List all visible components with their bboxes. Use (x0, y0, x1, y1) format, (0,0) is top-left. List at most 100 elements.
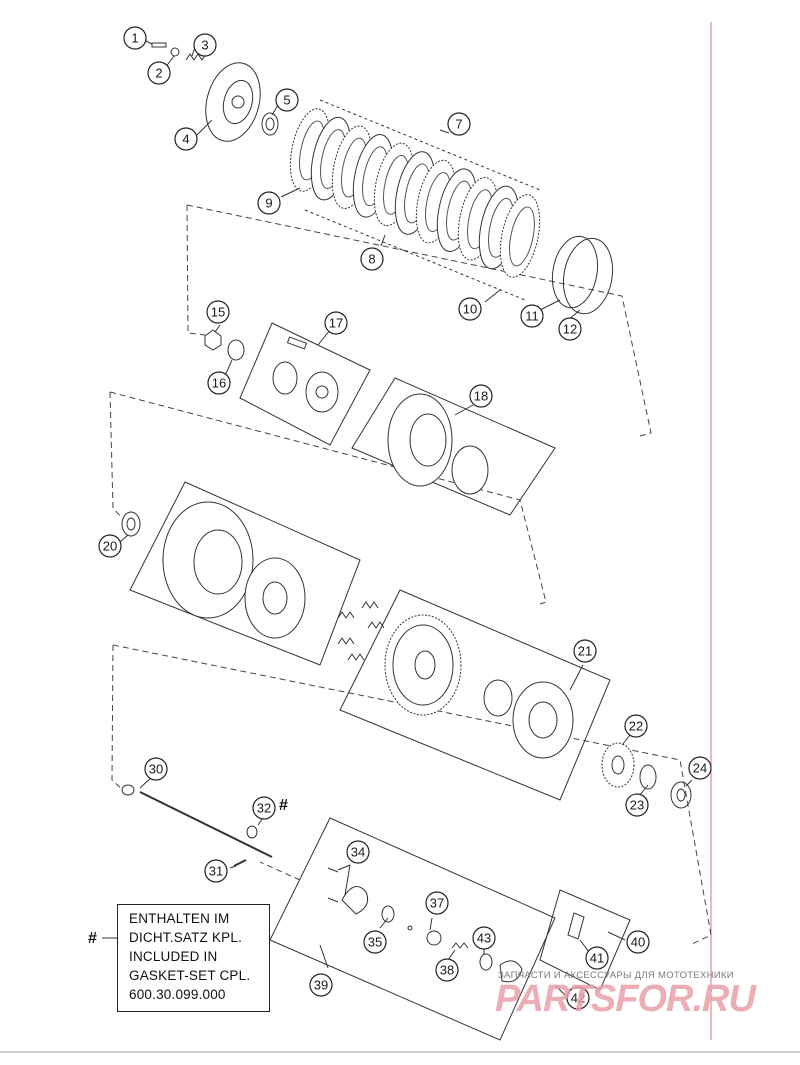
leader-lines (102, 39, 693, 996)
callout-16: 16 (207, 371, 231, 395)
callout-circle (123, 26, 147, 50)
part-32-seal (246, 825, 258, 839)
callout-circle (566, 986, 590, 1010)
callout-circle (207, 371, 231, 395)
callout-label: 39 (314, 978, 328, 993)
part-4-pressure-plate (205, 62, 261, 142)
callout-label: 4 (182, 132, 189, 147)
callout-label: 5 (283, 93, 290, 108)
part-18-inner-hub (387, 393, 489, 495)
callout-label: 10 (463, 302, 477, 317)
part-21-primary-gear (384, 614, 574, 759)
callout-label: 41 (590, 951, 604, 966)
callout-9: 9 (257, 191, 281, 215)
note-line: DICHT.SATZ KPL. (129, 930, 243, 945)
callout-17: 17 (324, 311, 348, 335)
callout-5: 5 (275, 88, 299, 112)
part-3-spring (185, 53, 207, 61)
callout-circle (206, 300, 230, 324)
part-24-washer (670, 781, 692, 809)
callout-1: 1 (123, 26, 147, 50)
gasket-set-note: ENTHALTEN IM DICHT.SATZ KPL. INCLUDED IN… (117, 904, 270, 1012)
damper-springs (337, 601, 385, 661)
callout-label: 2 (155, 66, 162, 81)
part-1-screw (151, 42, 167, 48)
callout-20: 20 (98, 534, 122, 558)
callout-label: 1 (131, 31, 138, 46)
part-20-seal (121, 511, 141, 537)
callout-circle (425, 891, 449, 915)
watermark-tagline: ЗАПЧАСТИ И АКСЕССУАРЫ ДЛЯ МОТОТЕХНИКИ (498, 970, 734, 981)
note-line: GASKET-SET CPL. (129, 968, 251, 983)
callout-38: 38 (435, 958, 459, 982)
callout-circle (360, 247, 384, 271)
callout-11: 11 (520, 304, 544, 328)
part-32-marker: # (279, 797, 288, 814)
callout-label: 30 (149, 762, 163, 777)
callout-label: 12 (563, 322, 577, 337)
group-frames (129, 322, 631, 1041)
part-23-needle-bearing (639, 764, 657, 790)
note-line: INCLUDED IN (129, 949, 218, 964)
callout-circle (688, 756, 712, 780)
callout-label: 43 (477, 931, 491, 946)
callout-3: 3 (193, 33, 217, 57)
callout-label: 40 (631, 935, 645, 950)
callout-label: 22 (629, 719, 643, 734)
callout-circle (275, 88, 299, 112)
callout-22: 22 (624, 714, 648, 738)
callout-circle (626, 930, 650, 954)
note-line: 600.30.099.000 (129, 987, 226, 1002)
callout-circle (585, 946, 609, 970)
callout-32: 32 (252, 796, 276, 820)
callout-circle (472, 926, 496, 950)
bracket-7-8 (304, 99, 541, 301)
note-line: ENTHALTEN IM (129, 911, 230, 926)
callout-circle (324, 311, 348, 335)
callout-circle (624, 714, 648, 738)
part-17-hub-set (272, 336, 339, 413)
callout-4: 4 (174, 127, 198, 151)
callout-label: 17 (329, 316, 343, 331)
callout-label: 21 (578, 644, 592, 659)
note-marker: # (88, 930, 97, 947)
part-22-gear (601, 742, 635, 788)
callout-circle (346, 840, 370, 864)
callout-circle (458, 297, 482, 321)
callout-10: 10 (458, 297, 482, 321)
callout-label: 3 (201, 38, 208, 53)
callout-label: 42 (571, 991, 585, 1006)
callout-label: 15 (211, 305, 225, 320)
callout-label: 16 (212, 376, 226, 391)
callout-15: 15 (206, 300, 230, 324)
callout-37: 37 (425, 891, 449, 915)
callout-label: 24 (693, 761, 707, 776)
callout-2: 2 (147, 61, 171, 85)
callout-label: 31 (209, 864, 223, 879)
release-mechanism (327, 867, 585, 983)
callout-circle (520, 304, 544, 328)
callout-41: 41 (585, 946, 609, 970)
callout-21: 21 (573, 639, 597, 663)
callout-24: 24 (688, 756, 712, 780)
callout-8: 8 (360, 247, 384, 271)
callout-circle (252, 796, 276, 820)
callout-circle (447, 112, 471, 136)
assembly-lines (109, 204, 712, 946)
callout-circle (309, 973, 333, 997)
callout-7: 7 (447, 112, 471, 136)
callout-35: 35 (363, 930, 387, 954)
part-15-nut (204, 329, 222, 351)
callout-label: 34 (351, 845, 365, 860)
part-12-ring (562, 237, 614, 315)
callout-circle (435, 958, 459, 982)
callout-label: 23 (630, 798, 644, 813)
part-16-washer (227, 339, 245, 361)
callout-43: 43 (472, 926, 496, 950)
callout-circle (98, 534, 122, 558)
callout-label: 37 (430, 896, 444, 911)
callout-circle (573, 639, 597, 663)
part-31-pin (233, 859, 247, 867)
part-30-push-rod (121, 784, 273, 858)
